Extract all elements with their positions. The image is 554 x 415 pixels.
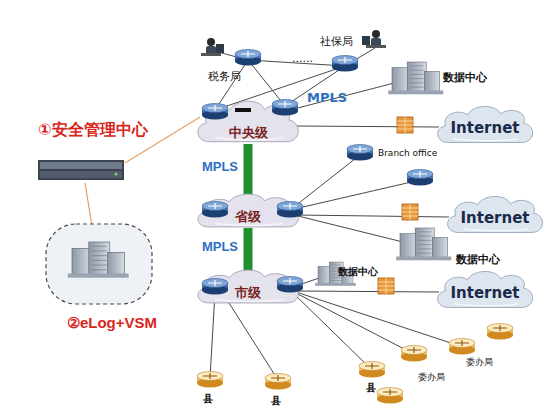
internet-cloud: Internet (433, 267, 537, 313)
router-icon (449, 339, 475, 355)
router-icon (235, 50, 261, 66)
level-label: 市级 (235, 284, 261, 302)
router-icon (277, 277, 303, 293)
site-label: 委办局 (418, 371, 445, 384)
site-label: Branch office (378, 148, 437, 158)
level-label: 省级 (235, 208, 261, 226)
internet-label: Internet (450, 119, 519, 137)
network-cloud: 中央级 (193, 96, 303, 148)
datacenter-icon (68, 242, 129, 278)
router-icon (202, 202, 228, 218)
router-icon (272, 100, 298, 116)
internet-label: Internet (450, 284, 519, 302)
link-label: MPLS (307, 90, 347, 105)
firewall-icon (378, 278, 394, 294)
site-label: 社保局 (320, 34, 353, 49)
router-icon (487, 324, 513, 340)
internet-label: Internet (460, 209, 529, 227)
router-icon (407, 170, 433, 186)
router-icon (202, 279, 228, 295)
internet-cloud: Internet (443, 192, 547, 238)
site-label: 县 (203, 392, 213, 406)
router-icon (202, 104, 228, 120)
site-label: 数据中心 (456, 252, 500, 267)
router-icon (377, 388, 403, 404)
router-icon (265, 374, 291, 390)
site-label: 数据中心 (443, 70, 487, 85)
link-label: MPLS (202, 239, 238, 254)
firewall-icon (397, 117, 413, 133)
site-label: 委办局 (466, 356, 493, 369)
router-icon (197, 372, 223, 388)
internet-link (297, 126, 439, 127)
datacenter-icon (396, 228, 451, 260)
cloud-routers (193, 96, 303, 148)
site-label: 县 (271, 394, 281, 408)
network-cloud: 市级 (193, 266, 303, 308)
router-icon (401, 346, 427, 362)
mpls-link (244, 144, 253, 196)
site-label: 县 (366, 381, 376, 395)
level-label: 中央级 (229, 124, 268, 142)
router-icon (332, 56, 358, 72)
internet-link (297, 291, 439, 292)
router-icon (277, 202, 303, 218)
router-icon (347, 145, 373, 161)
internet-link (297, 215, 449, 217)
callout-title: ②eLog+VSM (67, 314, 157, 332)
datacenter-icon (388, 62, 443, 94)
ellipsis: ...... (292, 52, 313, 65)
log-server-group: ②eLog+VSM (42, 222, 182, 332)
site-label: 数据中心 (338, 265, 378, 279)
site-label: 税务局 (208, 69, 241, 84)
mpls-link (244, 228, 253, 272)
internet-cloud: Internet (433, 102, 537, 148)
router-icon (359, 362, 385, 378)
callout-title: ①安全管理中心 (38, 120, 148, 141)
link-label: MPLS (202, 159, 238, 174)
network-cloud: 省级 (193, 190, 303, 232)
firewall-icon (402, 204, 418, 220)
